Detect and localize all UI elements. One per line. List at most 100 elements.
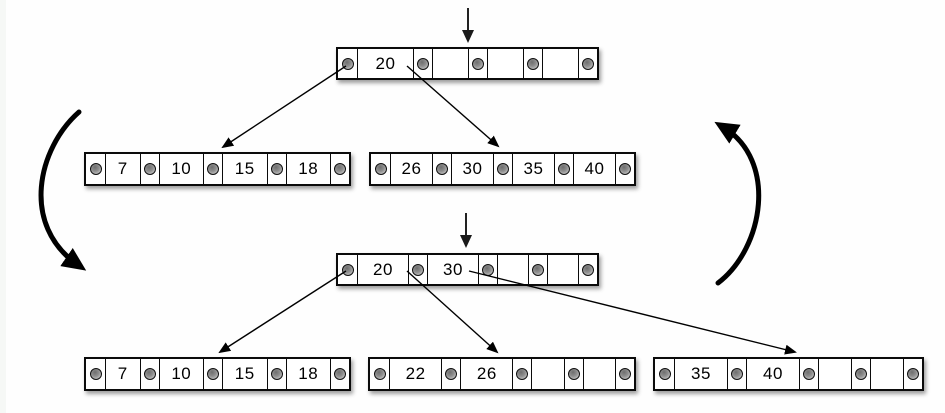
key-cell: 26 (460, 359, 512, 389)
key-cell (496, 255, 528, 284)
pointer-circle-icon (531, 263, 544, 276)
pointer-cell (615, 154, 634, 184)
pointer-circle-icon (89, 368, 102, 380)
key-cell: 40 (745, 359, 799, 389)
pointer-cell (726, 359, 746, 389)
key-cell: 20 (357, 49, 413, 78)
pointer-cell (441, 359, 460, 389)
pointer-cell (527, 255, 547, 284)
pointer-circle-icon (619, 163, 631, 175)
key-cell: 35 (674, 359, 727, 389)
pointer-circle-icon (497, 163, 509, 175)
key-cell: 15 (222, 154, 266, 184)
pointer-cell (86, 154, 105, 184)
pointer-cell (522, 49, 542, 78)
key-cell (546, 255, 578, 284)
pointer-circle-icon (270, 163, 283, 175)
link-after-root-to-left-arrow (218, 270, 347, 354)
pointer-circle-icon (411, 263, 424, 276)
key-cell: 22 (389, 359, 441, 389)
pointer-cell (493, 154, 512, 184)
key-cell: 30 (451, 154, 493, 184)
cycle-arrow-right-icon (714, 121, 762, 286)
pointer-cell (203, 154, 222, 184)
key-cell: 7 (105, 154, 140, 184)
pointer-cell (615, 359, 634, 389)
key-cell: 26 (390, 154, 432, 184)
pointer-cell (903, 359, 922, 389)
key-cell (431, 49, 468, 78)
node-left-child-after: 7 10 15 18 (84, 357, 351, 391)
pointer-circle-icon (436, 163, 448, 175)
pointer-cell (432, 154, 451, 184)
key-cell: 7 (105, 359, 140, 389)
node-root-before: 20 (336, 47, 599, 80)
pointer-circle-icon (471, 57, 484, 70)
cycle-arrow-left-icon (38, 109, 87, 271)
key-cell (582, 359, 615, 389)
node-middle-child-after: 22 26 (368, 357, 636, 391)
pointer-circle-icon (658, 368, 671, 380)
key-cell: 18 (285, 154, 330, 184)
key-cell (869, 359, 903, 389)
pointer-circle-icon (907, 368, 920, 380)
pointer-cell (407, 255, 427, 284)
key-cell (541, 49, 578, 78)
key-cell: 20 (357, 255, 408, 284)
key-cell: 35 (512, 154, 554, 184)
pointer-cell (329, 154, 349, 184)
pointer-cell (139, 359, 159, 389)
pointer-cell (203, 359, 222, 389)
key-cell: 18 (285, 359, 330, 389)
pointer-cell (412, 49, 432, 78)
pointer-cell (139, 154, 159, 184)
pointer-cell (370, 359, 389, 389)
pointer-cell (798, 359, 818, 389)
pointer-circle-icon (341, 263, 354, 276)
pointer-circle-icon (481, 263, 494, 276)
pointer-circle-icon (333, 368, 346, 380)
key-cell (486, 49, 523, 78)
pointer-cell (554, 154, 573, 184)
pointer-circle-icon (416, 57, 429, 70)
pointer-circle-icon (207, 163, 220, 175)
pointer-circle-icon (516, 368, 529, 380)
pointer-cell (338, 49, 357, 78)
pointer-circle-icon (802, 368, 815, 380)
pointer-circle-icon (730, 368, 743, 380)
key-cell: 10 (158, 154, 203, 184)
pointer-cell (512, 359, 531, 389)
pointer-circle-icon (143, 368, 156, 380)
pointer-circle-icon (341, 57, 354, 70)
pointer-circle-icon (619, 368, 632, 380)
key-cell: 40 (573, 154, 615, 184)
key-cell: 10 (158, 359, 203, 389)
pointer-cell (578, 255, 597, 284)
pointer-cell (563, 359, 583, 389)
pointer-circle-icon (333, 163, 346, 175)
pointer-circle-icon (558, 163, 570, 175)
node-right-child-after: 35 40 (653, 357, 924, 391)
key-cell: 15 (222, 359, 266, 389)
pointer-circle-icon (582, 263, 595, 276)
pointer-circle-icon (374, 163, 387, 175)
pointer-circle-icon (526, 57, 539, 70)
pointer-circle-icon (143, 163, 156, 175)
pointer-cell (850, 359, 870, 389)
pointer-circle-icon (581, 57, 594, 70)
key-cell (817, 359, 851, 389)
pointer-cell (577, 49, 597, 78)
pointer-circle-icon (207, 368, 220, 380)
key-cell (531, 359, 563, 389)
link-before-root-to-left-arrow (221, 65, 347, 149)
pointer-circle-icon (854, 368, 867, 380)
pointer-circle-icon (445, 368, 458, 380)
pointer-cell (477, 255, 497, 284)
pointer-cell (266, 359, 286, 389)
pointer-circle-icon (567, 368, 580, 380)
pointer-circle-icon (89, 163, 102, 175)
node-right-child-before: 26 30 35 40 (369, 152, 636, 186)
pointer-cell (266, 154, 286, 184)
